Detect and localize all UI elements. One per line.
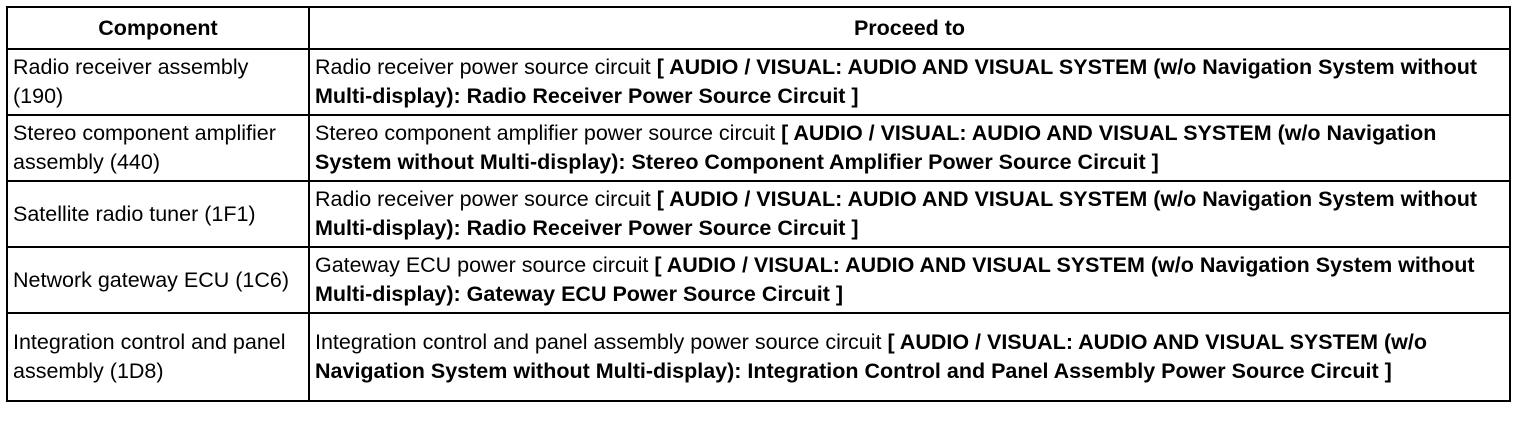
component-cell: Network gateway ECU (1C6) (6, 246, 310, 314)
component-cell: Satellite radio tuner (1F1) (6, 180, 310, 248)
header-proceed-to: Proceed to (308, 6, 1511, 50)
table-row: Integration control and panel assembly (… (6, 312, 1511, 402)
proceed-link[interactable]: [ AUDIO / VISUAL: AUDIO AND VISUAL SYSTE… (315, 121, 1437, 174)
proceed-description: Radio receiver power source circuit (315, 187, 651, 211)
proceed-to-cell: Gateway ECU power source circuit [ AUDIO… (308, 246, 1511, 314)
proceed-description: Gateway ECU power source circuit (315, 253, 649, 277)
proceed-to-cell: Radio receiver power source circuit [ AU… (308, 48, 1511, 116)
proceed-link[interactable]: [ AUDIO / VISUAL: AUDIO AND VISUAL SYSTE… (315, 55, 1477, 108)
procedure-table-container: Component Proceed to Radio receiver asse… (6, 6, 1511, 402)
proceed-link[interactable]: [ AUDIO / VISUAL: AUDIO AND VISUAL SYSTE… (315, 253, 1475, 306)
header-component: Component (6, 6, 310, 50)
proceed-description: Integration control and panel assembly p… (315, 330, 882, 354)
table-row: Radio receiver assembly (190) Radio rece… (6, 48, 1511, 116)
proceed-description: Radio receiver power source circuit (315, 55, 651, 79)
table-row: Satellite radio tuner (1F1) Radio receiv… (6, 180, 1511, 248)
proceed-to-cell: Stereo component amplifier power source … (308, 114, 1511, 182)
table-row: Network gateway ECU (1C6) Gateway ECU po… (6, 246, 1511, 314)
table-header-row: Component Proceed to (6, 6, 1511, 50)
component-cell: Stereo component amplifier assembly (440… (6, 114, 310, 182)
procedure-table: Component Proceed to Radio receiver asse… (6, 6, 1511, 402)
proceed-link[interactable]: [ AUDIO / VISUAL: AUDIO AND VISUAL SYSTE… (315, 187, 1477, 240)
proceed-link[interactable]: [ AUDIO / VISUAL: AUDIO AND VISUAL SYSTE… (315, 330, 1427, 383)
proceed-description: Stereo component amplifier power source … (315, 121, 776, 145)
component-cell: Integration control and panel assembly (… (6, 312, 310, 402)
proceed-to-cell: Radio receiver power source circuit [ AU… (308, 180, 1511, 248)
table-row: Stereo component amplifier assembly (440… (6, 114, 1511, 182)
component-cell: Radio receiver assembly (190) (6, 48, 310, 116)
proceed-to-cell: Integration control and panel assembly p… (308, 312, 1511, 402)
